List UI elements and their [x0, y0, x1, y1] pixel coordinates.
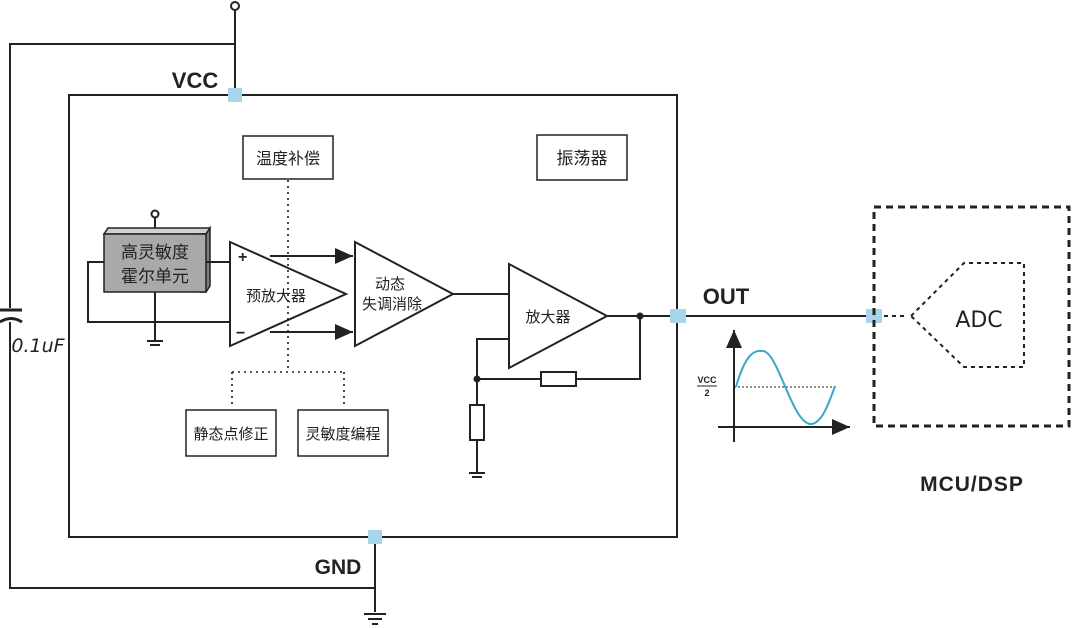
gnd-pin-marker — [368, 530, 382, 544]
oscillator-block — [536, 134, 628, 181]
adc-label: ADC — [955, 308, 1002, 333]
output-waveform: VCC 2 — [697, 330, 850, 442]
capacitor-plate-bottom — [0, 317, 23, 324]
out-pin-marker — [670, 309, 686, 323]
temp-comp-label: 温度补偿 — [256, 149, 320, 168]
vcc-half-denominator: 2 — [704, 388, 709, 398]
hall-wiring — [87, 209, 230, 346]
gain-resistor — [469, 404, 485, 441]
amplifier-label: 放大器 — [525, 308, 570, 326]
vcc-pin-marker — [228, 88, 242, 102]
mcu-dsp-box — [872, 205, 1071, 428]
dynamic-offset-triangle — [354, 240, 456, 348]
dynamic-offset-line2: 失调消除 — [362, 295, 422, 313]
capacitor-value: 0.1uF — [11, 335, 65, 357]
preamp-plus-input: + — [238, 249, 247, 266]
preamp-minus-input: − — [236, 325, 245, 342]
hall-element-line2: 霍尔单元 — [121, 267, 189, 287]
quiescent-trim-block — [185, 409, 277, 457]
amplifier-wiring — [453, 293, 670, 478]
mcu-dsp-title: MCU/DSP — [920, 473, 1024, 496]
vcc-label: VCC — [172, 68, 219, 93]
sine-wave — [735, 349, 836, 425]
feedback-resistor — [540, 371, 577, 387]
feedback-junction-right — [636, 312, 644, 320]
preamp-label: 预放大器 — [246, 287, 306, 305]
preamp-output-arrows — [270, 248, 353, 340]
supply-wiring — [0, 1, 376, 612]
sensitivity-prog-label: 灵敏度编程 — [305, 425, 380, 443]
sensitivity-prog-block — [297, 409, 389, 457]
vcc-terminal — [230, 1, 240, 11]
oscillator-label: 振荡器 — [557, 149, 608, 169]
vcc-half-numerator: VCC — [697, 375, 717, 385]
amplifier-triangle — [508, 262, 610, 370]
hall-element: 高灵敏度 霍尔单元 — [102, 225, 212, 293]
gnd-label: GND — [315, 556, 362, 579]
hall-element-line1: 高灵敏度 — [121, 243, 189, 263]
feedback-junction-left — [473, 375, 481, 383]
quiescent-trim-label: 静态点修正 — [193, 425, 268, 443]
out-label: OUT — [703, 284, 750, 309]
control-dotted-links — [231, 180, 345, 408]
adc-shape — [909, 262, 1025, 368]
ground-symbol-main — [364, 613, 386, 625]
dynamic-offset-line1: 动态 — [375, 275, 405, 293]
temp-comp-block — [242, 135, 334, 180]
adc-pin-marker — [866, 309, 882, 323]
